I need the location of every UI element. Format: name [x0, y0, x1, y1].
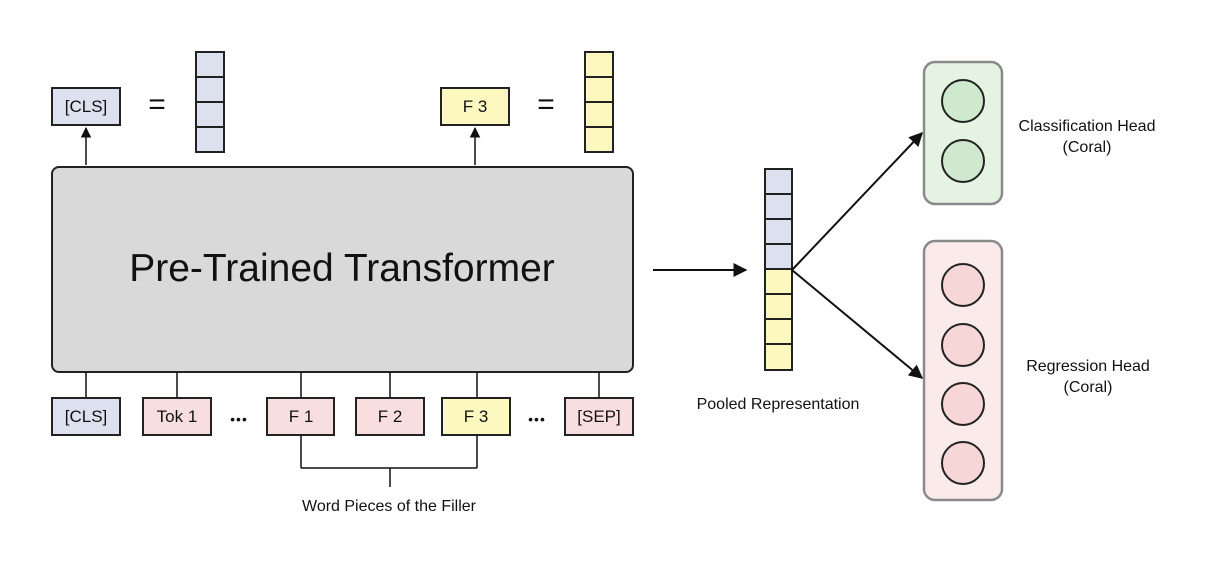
regression-head-title: Regression Head	[1026, 358, 1150, 375]
input-connectors	[85, 372, 600, 398]
top-cls-label: [CLS]	[65, 97, 108, 116]
regression-head	[922, 239, 1004, 502]
pooled-vector	[764, 168, 793, 371]
regression-neuron	[941, 263, 985, 307]
arrow-to-regression-head	[791, 269, 924, 379]
regression-neuron	[941, 323, 985, 367]
arrow-to-classification-head	[791, 131, 923, 271]
input-token-label: F 1	[289, 407, 314, 426]
regression-head-subtitle: (Coral)	[1064, 379, 1113, 396]
classification-head	[922, 60, 1004, 206]
input-token-f3: F 3	[441, 397, 511, 436]
input-token-sep: [SEP]	[564, 397, 634, 436]
regression-neuron	[941, 441, 985, 485]
transformer-block	[51, 166, 634, 373]
top-f3-box	[440, 87, 510, 126]
ellipsis-left: •••	[230, 411, 248, 427]
classification-head-title: Classification Head	[1019, 118, 1156, 135]
top-cls-equals: =	[148, 88, 166, 121]
classification-neuron	[941, 139, 985, 183]
cls-embedding-vector	[195, 51, 225, 153]
input-token-cls: [CLS]	[51, 397, 121, 436]
top-cls-box	[51, 87, 121, 126]
input-token-tok1: Tok 1	[142, 397, 212, 436]
input-token-label: Tok 1	[157, 407, 198, 426]
input-token-label: [SEP]	[577, 407, 620, 426]
input-token-label: [CLS]	[65, 407, 108, 426]
input-token-label: F 2	[378, 407, 403, 426]
top-f3-equals: =	[537, 88, 555, 121]
filler-bracket-label: Word Pieces of the Filler	[302, 498, 477, 515]
top-f3-group: F 3 =	[440, 51, 614, 165]
top-cls-group: [CLS] =	[51, 51, 225, 165]
input-token-f1: F 1	[266, 397, 335, 436]
input-token-f2: F 2	[355, 397, 425, 436]
input-token-label: F 3	[464, 407, 489, 426]
transformer-title: Pre-Trained Transformer	[129, 247, 555, 290]
ellipsis-right: •••	[528, 411, 546, 427]
filler-bracket	[300, 435, 478, 487]
classification-head-subtitle: (Coral)	[1063, 139, 1112, 156]
top-f3-label: F 3	[463, 97, 488, 116]
pooled-label: Pooled Representation	[697, 396, 860, 413]
classification-neuron	[941, 79, 985, 123]
f3-embedding-vector	[584, 51, 614, 153]
regression-neuron	[941, 382, 985, 426]
